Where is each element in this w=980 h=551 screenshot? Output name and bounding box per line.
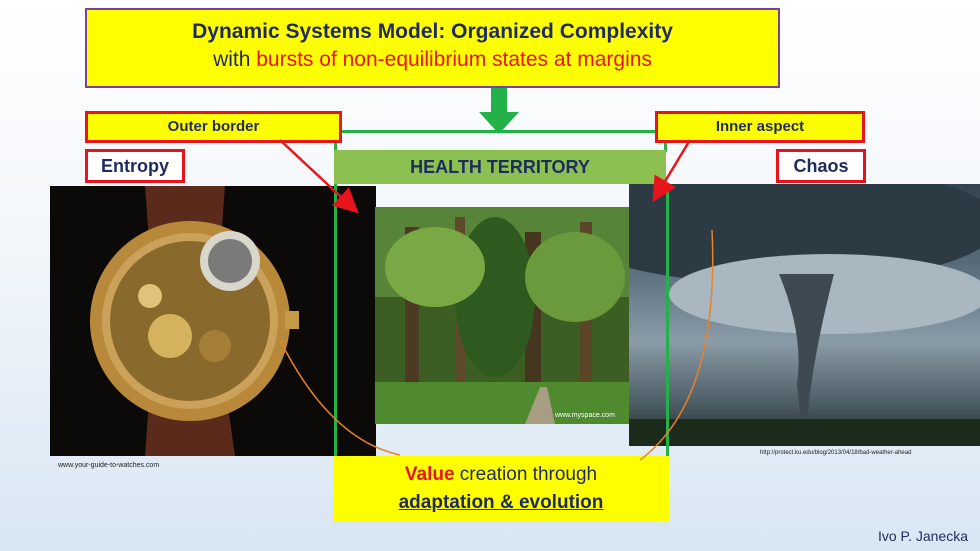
down-arrow-icon [479,112,519,134]
value-line-rest: creation through [454,464,598,485]
outer-border-label: Outer border [85,111,342,143]
health-territory-frame [334,184,669,489]
value-creation-box: Value creation through adaptation & evol… [333,456,669,522]
inner-aspect-label: Inner aspect [655,111,865,143]
health-territory-label: HEALTH TERRITORY [334,150,666,184]
title-box: Dynamic Systems Model: Organized Complex… [85,8,780,88]
chaos-label: Chaos [776,149,866,183]
watch-image-credit: www.your-guide-to-watches.com [58,462,160,469]
title-heading: Dynamic Systems Model: Organized Complex… [192,20,673,43]
title-subheading-prefix: with [213,48,257,71]
title-subheading-highlight: bursts of non-equilibrium states at marg… [256,48,652,71]
title-subheading: with bursts of non-equilibrium states at… [87,48,778,72]
forest-image-credit: www.myspace.com [555,412,615,419]
forest-image [375,207,633,424]
value-word: Value [404,464,455,485]
down-arrow-stem [491,88,507,114]
adaptation-evolution-text: adaptation & evolution [398,492,604,513]
tornado-image [629,184,980,446]
tornado-image-credit: http://protect.ku.edu/blog/2013/04/18/ba… [760,450,912,456]
author-credit: Ivo P. Janecka [877,528,968,544]
entropy-label: Entropy [85,149,185,183]
watch-image [50,186,376,456]
connector-line [334,130,666,133]
value-creation-line: Value creation through [333,464,669,486]
